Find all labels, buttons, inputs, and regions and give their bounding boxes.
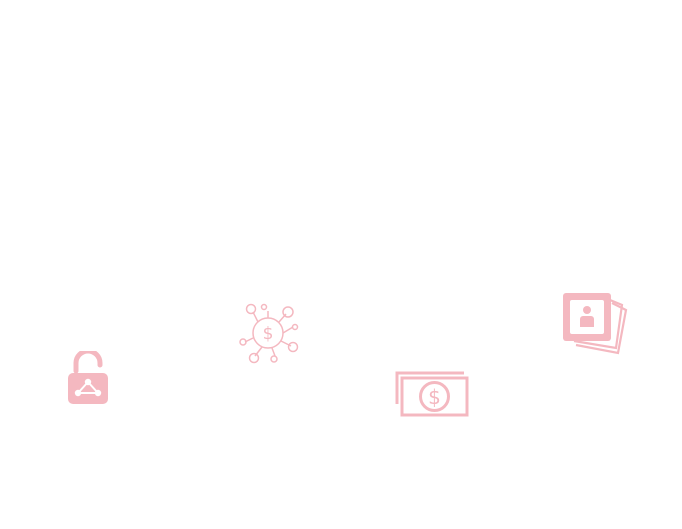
svg-text:$: $ [428,385,441,409]
svg-text:$: $ [263,324,274,344]
unlocked-padlock-network-icon [66,351,110,406]
photo-stack-person-icon [562,291,628,357]
crypto-dollar-network-icon: $ [238,300,300,366]
dollar-bills-icon: $ [395,370,469,417]
